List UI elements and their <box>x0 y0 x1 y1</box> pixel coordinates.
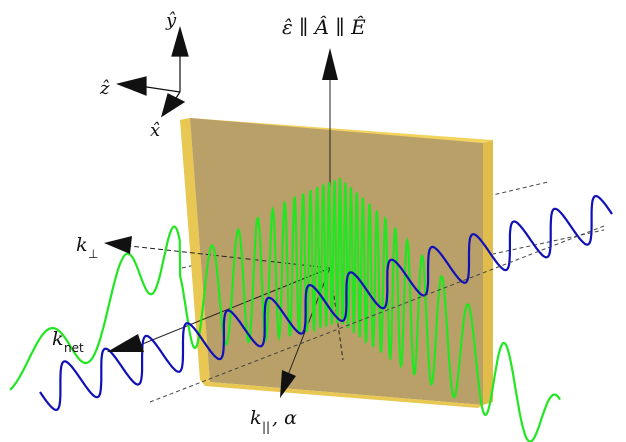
top-vector-label: ε̂ ∥ Â ∥ Ê <box>282 15 366 39</box>
k-net-arrowhead <box>107 334 144 352</box>
k-par-alpha: , α <box>272 407 297 429</box>
k-net-subscript: net <box>64 341 84 355</box>
k-par-subscript: || <box>262 420 270 434</box>
k-par-arrowhead <box>280 370 296 398</box>
green-wave <box>9 177 561 442</box>
axis-x-label: x̂ <box>150 120 160 141</box>
k-par-letter: k <box>250 407 262 429</box>
slab-right-edge <box>483 140 493 405</box>
blue-wave <box>39 194 613 412</box>
triad-z-arrowhead <box>116 76 147 96</box>
k-par-axis-line <box>287 267 331 376</box>
epsilon-arrowhead <box>322 48 338 80</box>
k-perp-letter: k <box>76 234 88 256</box>
k-net-axis-line <box>139 267 331 346</box>
triad-z-line <box>139 85 181 93</box>
k-perp-label: k ⊥ <box>76 234 98 261</box>
axis-z-label: ẑ <box>99 78 110 99</box>
k-net-letter: k <box>52 328 64 350</box>
k-net-label: k net <box>52 328 84 355</box>
k-perp-subscript: ⊥ <box>88 247 98 261</box>
k-par-label: k || , α <box>250 407 297 434</box>
arrowheads <box>104 48 338 398</box>
axis-y-label: ŷ <box>165 10 177 31</box>
triad-y-arrowhead <box>171 25 189 57</box>
k-perp-arrowhead <box>104 236 132 254</box>
triad-x-arrowhead <box>161 93 186 118</box>
slab-bottom-edge <box>200 380 483 408</box>
orientation-triad <box>116 25 189 118</box>
